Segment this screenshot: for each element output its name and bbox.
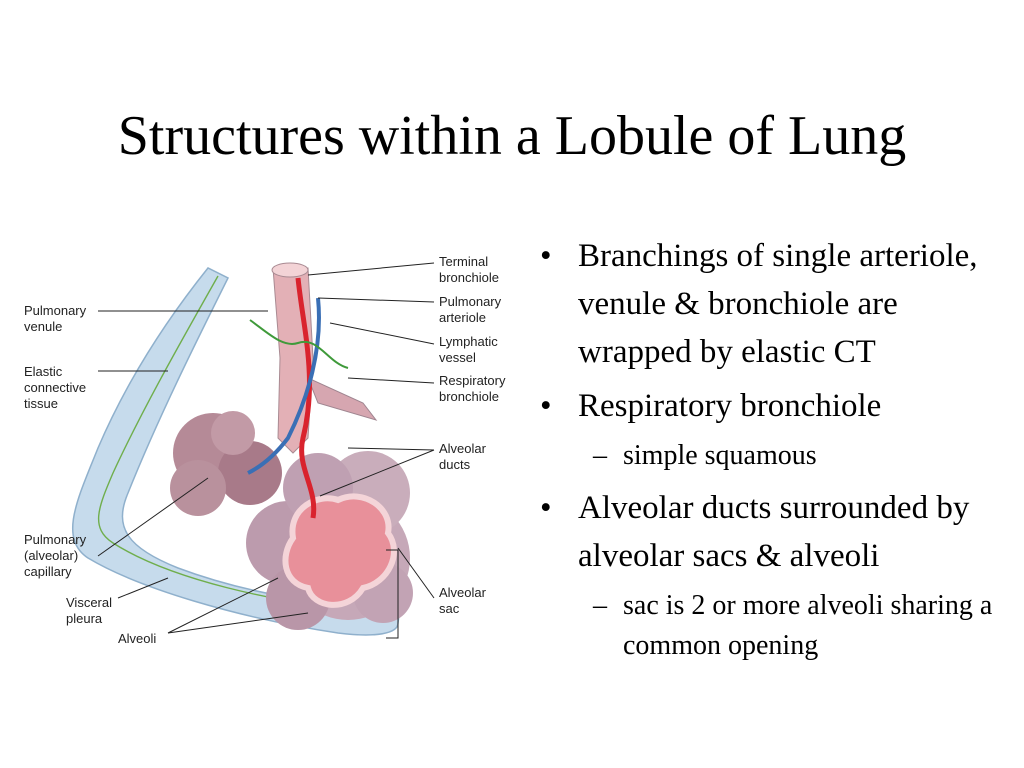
lymphatic-vessel [249,319,349,369]
sub-bullet-glyph: – [593,440,607,471]
sub-bullet-item: – sac is 2 or more alveoli sharing a com… [536,586,1016,666]
bullet-text: Branchings of single arteriole, venule &… [578,238,978,370]
label-pulmonary-capillary: Pulmonary (alveolar) capillary [24,532,87,579]
visceral-pleura-band [72,267,401,636]
label-pulmonary-arteriole: Pulmonary arteriole [439,294,502,325]
lung-lobule-diagram: Terminal bronchiole Pulmonary arteriole … [18,238,526,658]
pulmonary-venule [247,297,321,475]
bullet-glyph: • [540,238,552,274]
label-lymphatic-vessel: Lymphatic vessel [439,334,498,365]
sub-bullet-text: sac is 2 or more alveoli sharing a commo… [623,590,993,661]
sub-bullet-item: – simple squamous [536,436,1016,476]
label-alveolar-sac: Alveolar sac [439,585,486,616]
elastic-fiber-line [98,275,394,616]
sub-bullet-text: simple squamous [623,440,817,471]
terminal-bronchiole-opening [271,262,309,278]
bullet-glyph: • [540,490,552,526]
label-alveolar-ducts: Alveolar ducts [439,441,486,472]
bullet-text: Respiratory bronchiole [578,388,882,424]
slide-title: Structures within a Lobule of Lung [117,105,907,167]
lobule-illustration [72,262,435,639]
respiratory-bronchiole-branch [307,377,378,421]
bullet-item: • Branchings of single arteriole, venule… [536,232,1016,376]
leader-lines [97,262,435,639]
bullet-text: Alveolar ducts surrounded by alveolar sa… [578,490,970,574]
bullet-item: • Alveolar ducts surrounded by alveolar … [536,484,1016,580]
pulmonary-arteriole [295,277,317,519]
label-pulmonary-venule: Pulmonary venule [24,303,87,334]
label-elastic-connective-tissue: Elastic connective tissue [24,364,87,411]
label-alveoli: Alveoli [118,631,157,646]
label-respiratory-bronchiole: Respiratory bronchiole [439,373,506,404]
bullet-item: • Respiratory bronchiole [536,382,1016,430]
bullet-list: • Branchings of single arteriole, venule… [536,232,1016,674]
alveolar-sac-cutaway [282,493,397,608]
sub-bullet-glyph: – [593,590,607,621]
bullet-glyph: • [540,388,552,424]
label-visceral-pleura: Visceral pleura [66,595,113,626]
label-terminal-bronchiole: Terminal bronchiole [439,254,499,285]
